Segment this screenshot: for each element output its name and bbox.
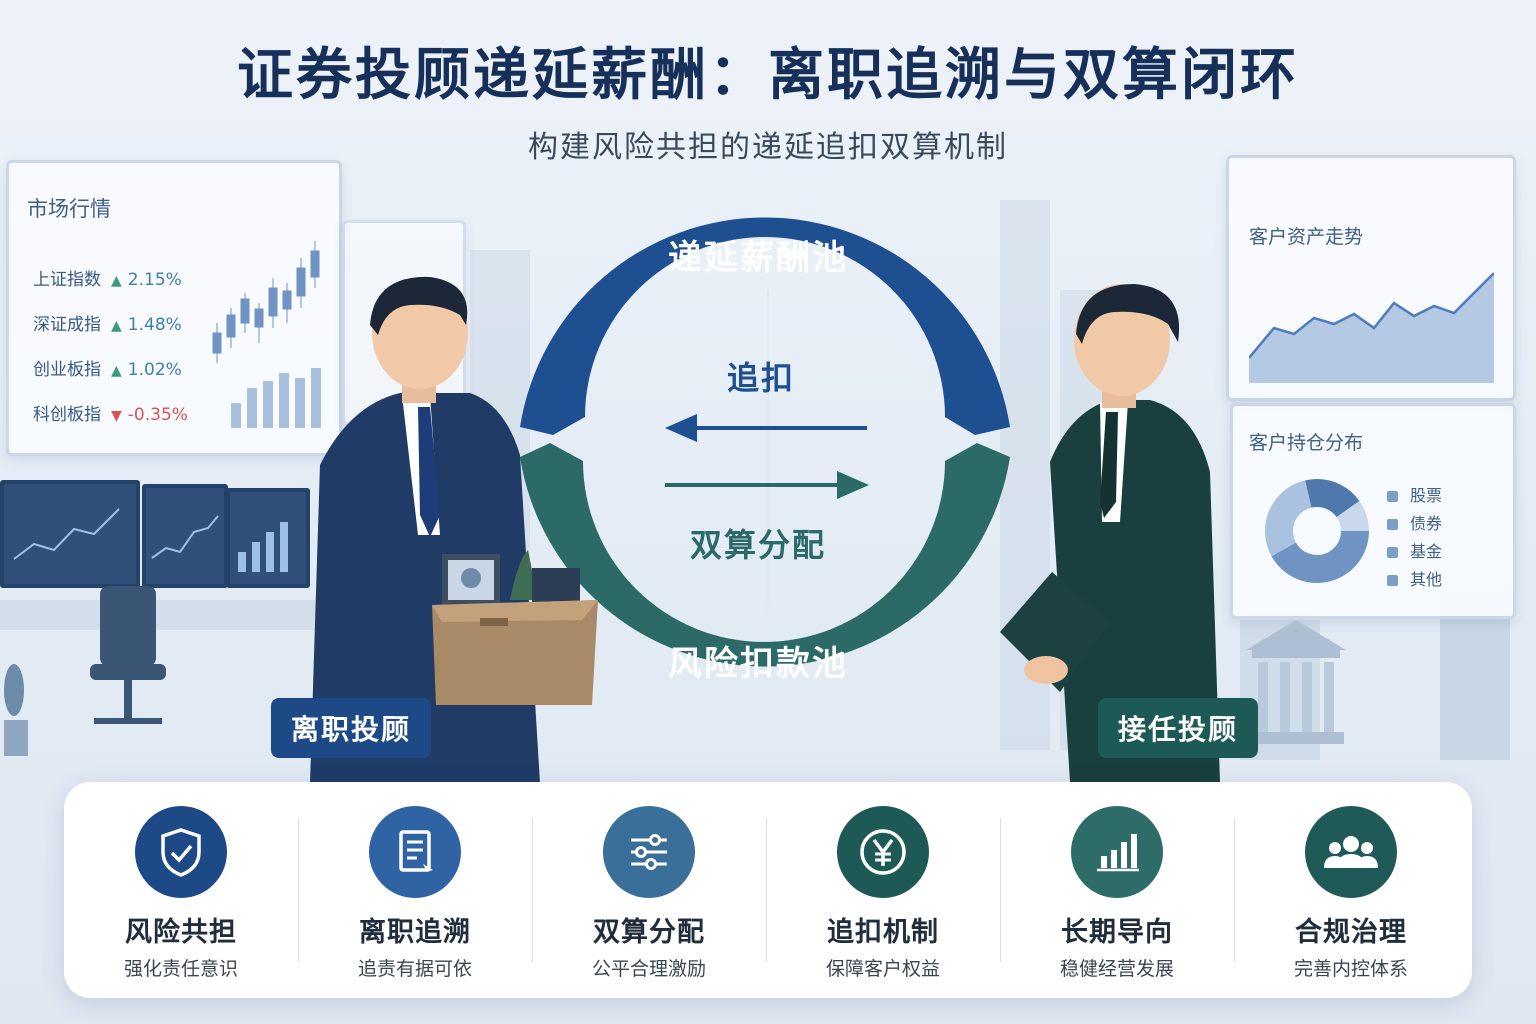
- holding-panel: 客户持仓分布 股票 债券 基金 其他: [1230, 403, 1516, 619]
- successor-advisor-badge: 接任投顾: [1098, 698, 1259, 758]
- feature-subtitle: 保障客户权益: [825, 958, 940, 980]
- asset-panel: 客户资产走势: [1226, 155, 1516, 401]
- shield-check-icon: [161, 828, 201, 877]
- feature-subtitle: 完善内控体系: [1293, 958, 1408, 980]
- page-subtitle: 构建风险共担的递延追扣双算机制: [528, 130, 1008, 165]
- feature-title: 长期导向: [1061, 917, 1173, 948]
- left-arrow-icon: [665, 414, 867, 442]
- feature-icon-circle: [837, 806, 929, 898]
- legend-swatch: [1387, 491, 1398, 502]
- feature-subtitle: 强化责任意识: [123, 958, 238, 980]
- legend-item: 股票: [1387, 482, 1442, 506]
- feature-card: 离职追溯 追责有据可依: [298, 782, 532, 998]
- legend-item: 其他: [1387, 566, 1442, 590]
- feature-title: 合规治理: [1295, 917, 1407, 948]
- risk-pool-label: 风险扣款池: [668, 644, 848, 684]
- features-bar: 风险共担 强化责任意识 离职追溯 追责有据可依: [64, 782, 1472, 998]
- market-row: 深证成指 ▲ 1.48%: [33, 310, 182, 335]
- feature-divider: [298, 818, 299, 962]
- feature-divider: [1234, 818, 1235, 962]
- feature-icon-circle: [369, 806, 461, 898]
- market-row-name: 创业板指: [33, 360, 101, 380]
- deferred-pool-label: 递延薪酬池: [668, 238, 848, 278]
- legend-swatch: [1387, 575, 1398, 586]
- market-row-value: 2.15%: [127, 270, 182, 290]
- market-row: 上证指数 ▲ 2.15%: [33, 265, 182, 290]
- market-row-name: 科创板指: [33, 405, 101, 425]
- market-row: 科创板指 ▼ -0.35%: [33, 400, 188, 425]
- feature-divider: [1000, 818, 1001, 962]
- market-row: 创业板指 ▲ 1.02%: [33, 355, 182, 380]
- right-arrow-icon: [665, 471, 869, 499]
- sliders-icon: [631, 834, 667, 870]
- yen-coin-icon: [860, 829, 906, 875]
- line-chart-icon: [151, 515, 219, 559]
- legend-label: 其他: [1410, 570, 1443, 589]
- legend-label: 债券: [1410, 514, 1443, 533]
- bar-chart-icon: [238, 522, 288, 572]
- office-chair-icon: [90, 586, 166, 724]
- legend-label: 基金: [1410, 542, 1443, 561]
- departing-advisor-badge: 离职投顾: [271, 698, 432, 758]
- market-row-value: 1.02%: [127, 360, 182, 380]
- page-title: 证券投顾递延薪酬：离职追溯与双算闭环: [237, 43, 1299, 108]
- bank-building-icon: [1246, 620, 1346, 744]
- asset-panel-title: 客户资产走势: [1249, 226, 1364, 248]
- monitor: [142, 484, 228, 588]
- feature-card: 双算分配 公平合理激励: [532, 782, 766, 998]
- holding-panel-title: 客户持仓分布: [1249, 432, 1364, 454]
- legend-swatch: [1387, 547, 1398, 558]
- market-row-value: -0.35%: [127, 405, 188, 425]
- area-chart-icon: [1249, 272, 1494, 383]
- feature-icon-circle: [1071, 806, 1163, 898]
- successor-advisor-figure: [1000, 284, 1220, 782]
- deferred-pool-arc: [520, 217, 1010, 435]
- feature-title: 风险共担: [125, 917, 237, 948]
- feature-title: 双算分配: [593, 917, 705, 948]
- feature-divider: [532, 818, 533, 962]
- legend-swatch: [1387, 519, 1398, 530]
- risk-pool-arc: [520, 443, 1010, 667]
- feature-icon-circle: [1305, 806, 1397, 898]
- feature-icon-circle: [135, 806, 227, 898]
- dual-allocation-label: 双算分配: [690, 526, 827, 564]
- market-row-name: 上证指数: [33, 270, 101, 290]
- plant-icon: [4, 664, 28, 756]
- legend-label: 股票: [1410, 486, 1443, 505]
- donut-chart-icon: [1265, 479, 1369, 583]
- feature-card: 风险共担 强化责任意识: [64, 782, 298, 998]
- feature-icon-circle: [603, 806, 695, 898]
- up-arrow-icon: ▲: [111, 363, 122, 379]
- market-row-value: 1.48%: [127, 315, 182, 335]
- market-row-name: 深证成指: [33, 315, 101, 335]
- cycle-diagram: [520, 217, 1010, 667]
- market-panel-title: 市场行情: [27, 197, 111, 221]
- feature-subtitle: 公平合理激励: [591, 958, 706, 980]
- feature-card: 追扣机制 保障客户权益: [766, 782, 1000, 998]
- legend-item: 基金: [1387, 538, 1442, 562]
- feature-card: 合规治理 完善内控体系: [1234, 782, 1468, 998]
- up-arrow-icon: ▲: [111, 318, 122, 334]
- document-icon: [399, 830, 433, 872]
- moving-box-icon: [432, 550, 598, 705]
- up-arrow-icon: ▲: [111, 273, 122, 289]
- down-arrow-icon: ▼: [111, 408, 122, 424]
- candlestick-chart-icon: [212, 241, 321, 428]
- feature-subtitle: 追责有据可依: [357, 958, 472, 980]
- monitor: [0, 480, 140, 588]
- feature-title: 离职追溯: [359, 917, 471, 948]
- clawback-label: 追扣: [727, 359, 796, 397]
- bar-chart-icon: [1097, 834, 1139, 872]
- legend-item: 债券: [1387, 510, 1442, 534]
- market-panel: 市场行情 上证指数 ▲ 2.15% 深证成指 ▲ 1.48% 创业板指 ▲ 1.02% 科创…: [6, 160, 342, 456]
- users-icon: [1324, 836, 1378, 868]
- desk: [0, 600, 330, 630]
- feature-subtitle: 稳健经营发展: [1059, 958, 1174, 980]
- feature-divider: [766, 818, 767, 962]
- feature-card: 长期导向 稳健经营发展: [1000, 782, 1234, 998]
- monitor: [226, 488, 310, 588]
- line-chart-icon: [13, 508, 120, 560]
- feature-title: 追扣机制: [827, 917, 939, 948]
